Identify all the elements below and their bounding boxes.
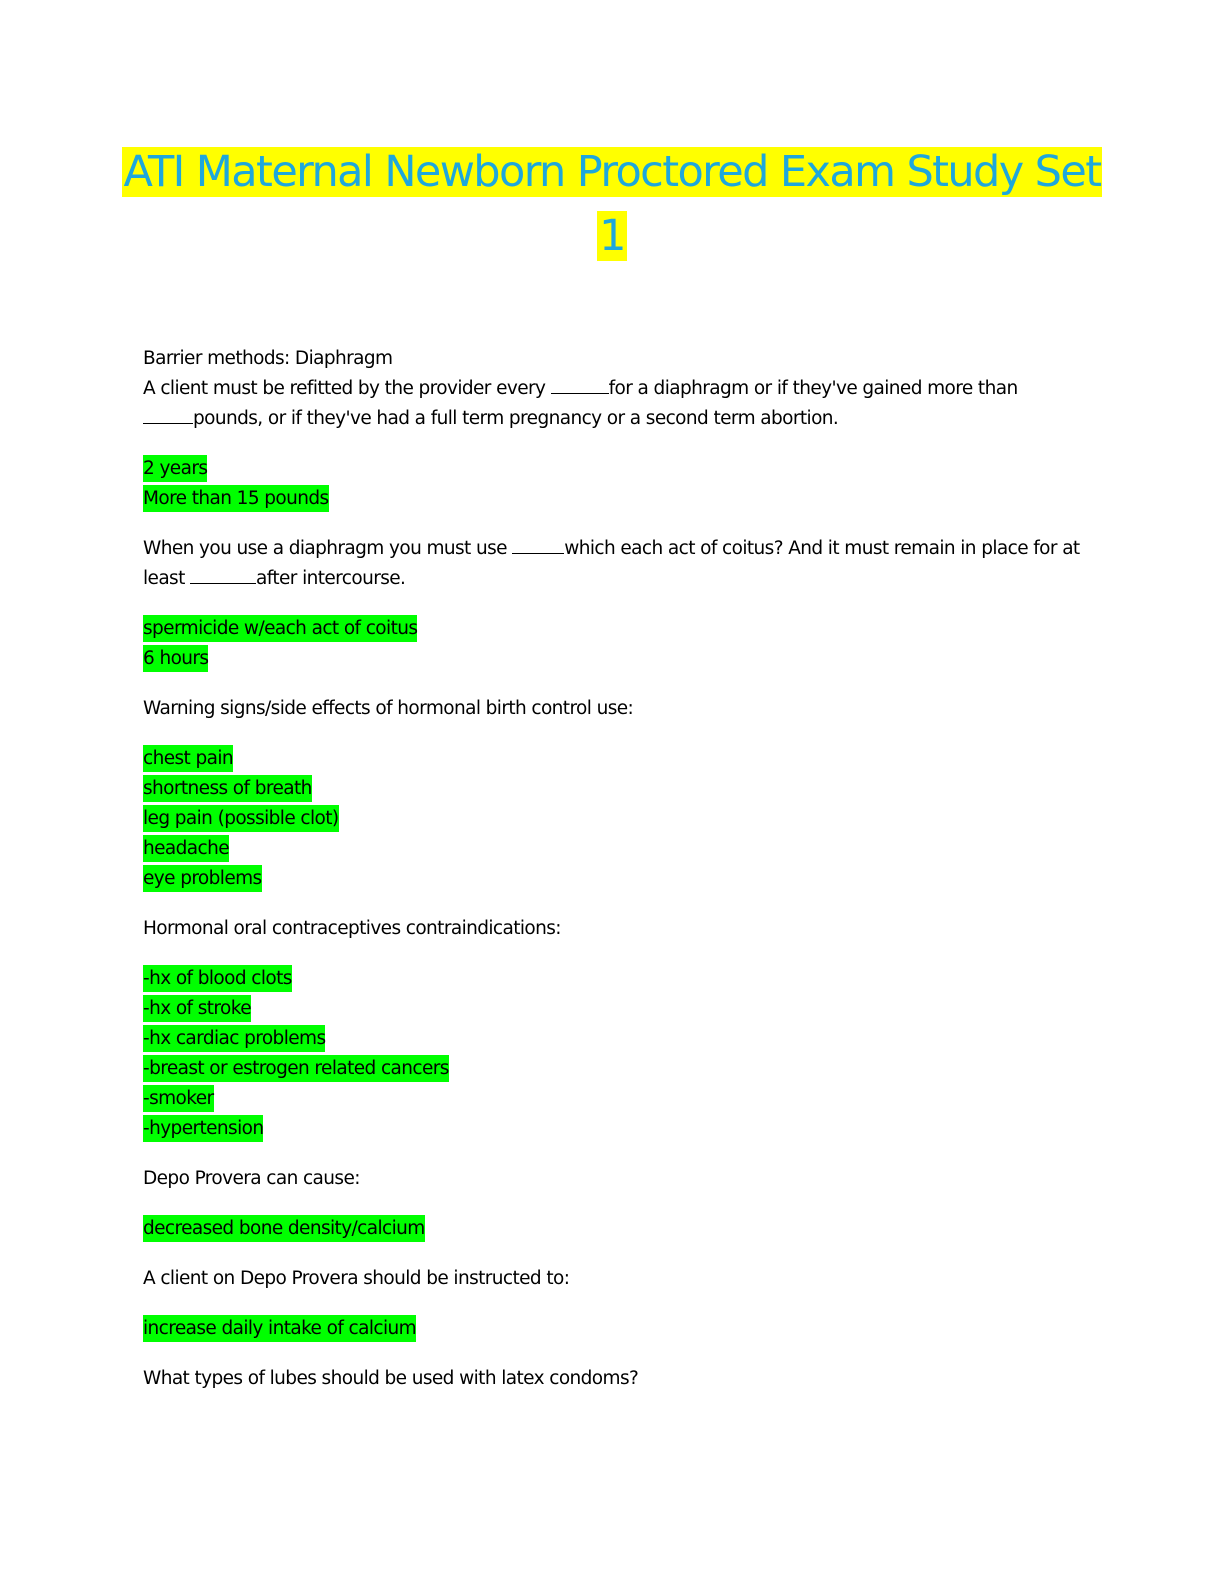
fill-in-blank <box>512 552 565 554</box>
question-text: What types of lubes should be used with … <box>143 1368 639 1389</box>
fill-in-blank <box>550 392 609 394</box>
answer-item: leg pain (possible clot) <box>143 804 1083 834</box>
question-text: Hormonal oral contraceptives contraindic… <box>143 918 562 939</box>
question-text: When you use a diaphragm you must use wh… <box>143 538 1080 589</box>
answer-item: eye problems <box>143 864 1083 894</box>
answer-item: -hypertension <box>143 1114 1083 1144</box>
section-heading: Barrier methods: Diaphragm <box>143 348 393 369</box>
answer-item: spermicide w/each act of coitus <box>143 614 1083 644</box>
fill-in-blank <box>190 582 257 584</box>
question-text: A client must be refitted by the provide… <box>143 378 1018 429</box>
answer-list: chest pain shortness of breath leg pain … <box>143 744 1083 894</box>
question-text: Depo Provera can cause: <box>143 1168 360 1189</box>
answer-item: -hx of stroke <box>143 994 1083 1024</box>
title-highlight: ATI Maternal Newborn Proctored Exam Stud… <box>121 147 1103 261</box>
answer-item: 2 years <box>143 454 1083 484</box>
answer-item: decreased bone density/calcium <box>143 1214 1083 1244</box>
answer-list: increase daily intake of calcium <box>143 1314 1083 1344</box>
fill-in-blank <box>143 422 193 424</box>
answer-item: headache <box>143 834 1083 864</box>
document-body: Barrier methods: Diaphragm A client must… <box>143 344 1083 1414</box>
answer-item: chest pain <box>143 744 1083 774</box>
answer-item: -breast or estrogen related cancers <box>143 1054 1083 1084</box>
answer-item: More than 15 pounds <box>143 484 1083 514</box>
answer-item: -smoker <box>143 1084 1083 1114</box>
answer-list: decreased bone density/calcium <box>143 1214 1083 1244</box>
answer-list: 2 years More than 15 pounds <box>143 454 1083 514</box>
section-diaphragm: Barrier methods: Diaphragm A client must… <box>143 344 1083 434</box>
section-lubes: What types of lubes should be used with … <box>143 1364 1083 1394</box>
document-title: ATI Maternal Newborn Proctored Exam Stud… <box>120 140 1104 268</box>
answer-list: spermicide w/each act of coitus 6 hours <box>143 614 1083 674</box>
section-depo-provera-effects: Depo Provera can cause: <box>143 1164 1083 1194</box>
answer-item: 6 hours <box>143 644 1083 674</box>
section-warning-signs: Warning signs/side effects of hormonal b… <box>143 694 1083 724</box>
answer-item: increase daily intake of calcium <box>143 1314 1083 1344</box>
answer-item: -hx cardiac problems <box>143 1024 1083 1054</box>
question-text: A client on Depo Provera should be instr… <box>143 1268 570 1289</box>
section-depo-provera-instructions: A client on Depo Provera should be instr… <box>143 1264 1083 1294</box>
section-contraindications: Hormonal oral contraceptives contraindic… <box>143 914 1083 944</box>
question-text: Warning signs/side effects of hormonal b… <box>143 698 634 719</box>
answer-item: -hx of blood clots <box>143 964 1083 994</box>
answer-list: -hx of blood clots -hx of stroke -hx car… <box>143 964 1083 1144</box>
section-spermicide: When you use a diaphragm you must use wh… <box>143 534 1083 594</box>
answer-item: shortness of breath <box>143 774 1083 804</box>
